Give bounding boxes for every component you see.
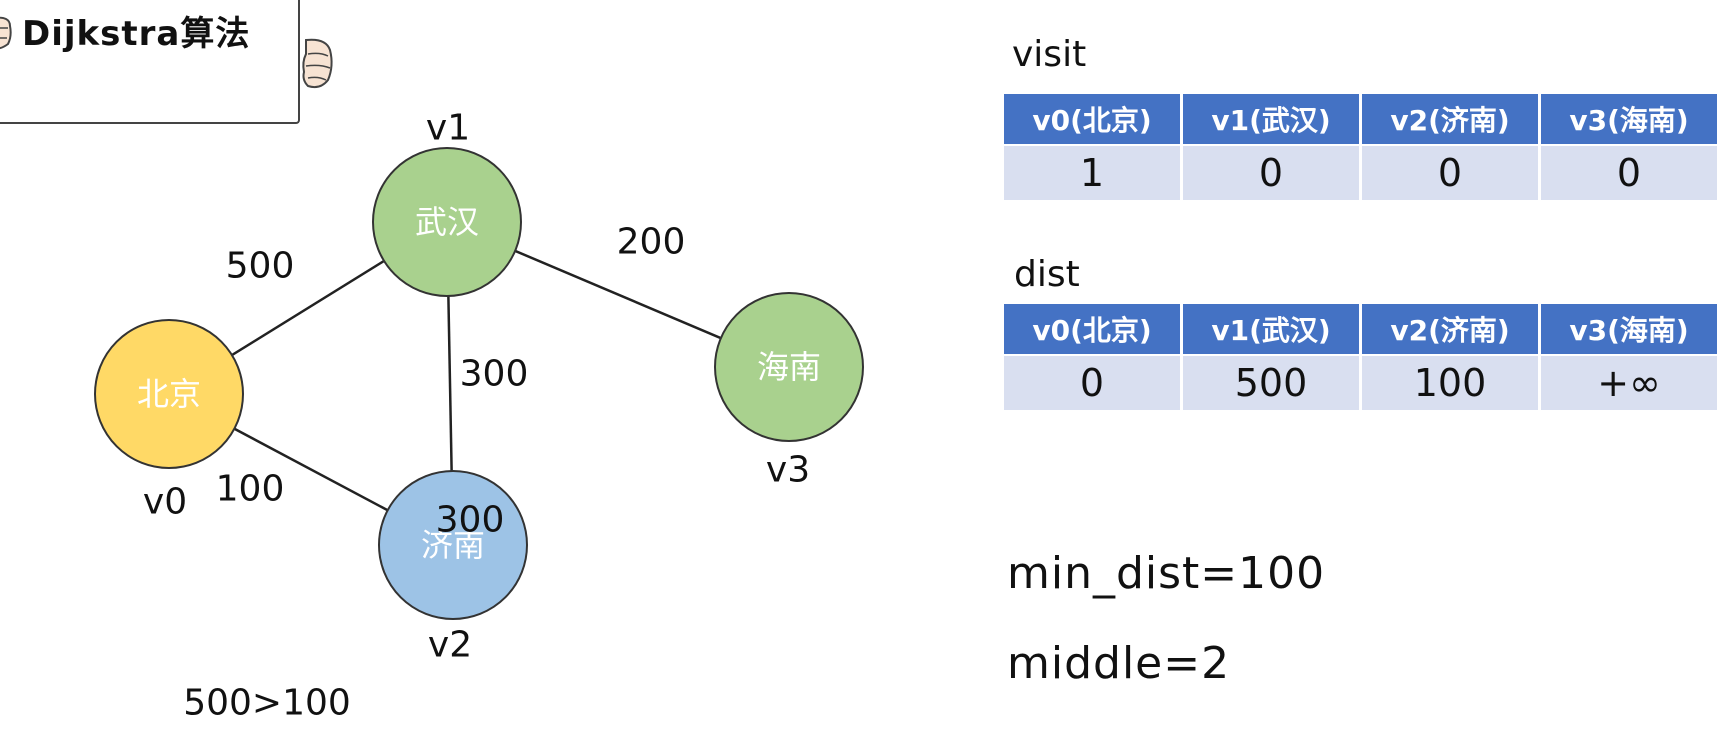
dist-label: dist [1014, 254, 1080, 295]
node-v3 [714, 292, 864, 442]
vertex-label-v1: v1 [426, 108, 470, 149]
dist-value-v3: +∞ [1541, 356, 1717, 410]
comparison-text: 500>100 [183, 683, 351, 724]
dist-value-v0: 0 [1004, 356, 1180, 410]
hand-left-icon [0, 16, 12, 50]
node-v1 [372, 147, 522, 297]
node-v3-name: 海南 [757, 348, 821, 386]
node-v2-name: 济南 [421, 526, 485, 564]
node-v0-name: 北京 [137, 375, 201, 413]
annotation-300: 300 [436, 500, 505, 541]
vertex-label-v0: v0 [143, 482, 187, 523]
dist-header-v2: v2(济南) [1362, 304, 1538, 354]
visit-header-v2: v2(济南) [1362, 94, 1538, 144]
dist-header-v0: v0(北京) [1004, 304, 1180, 354]
page-title: Dijkstra算法 [22, 14, 251, 54]
visit-label: visit [1012, 34, 1087, 75]
min-dist-text: min_dist=100 [1007, 548, 1326, 599]
dist-value-v2: 100 [1362, 356, 1538, 410]
visit-value-v1: 0 [1183, 146, 1359, 200]
visit-header-v1: v1(武汉) [1183, 94, 1359, 144]
visit-value-v0: 1 [1004, 146, 1180, 200]
hand-right-icon [302, 38, 333, 89]
middle-text: middle=2 [1007, 638, 1231, 689]
dist-table: v0(北京) v1(武汉) v2(济南) v3(海南) 0 500 100 +∞ [1001, 302, 1720, 412]
node-v2 [378, 470, 528, 620]
visit-value-v2: 0 [1362, 146, 1538, 200]
visit-header-v3: v3(海南) [1541, 94, 1717, 144]
vertex-label-v2: v2 [428, 625, 472, 666]
node-v1-name: 武汉 [415, 203, 479, 241]
visit-value-v3: 0 [1541, 146, 1717, 200]
dist-value-v1: 500 [1183, 356, 1359, 410]
dist-header-v3: v3(海南) [1541, 304, 1717, 354]
edge-weight-v1-v2: 300 [460, 354, 529, 395]
edge-weight-v1-v3: 200 [617, 222, 686, 263]
dist-header-v1: v1(武汉) [1183, 304, 1359, 354]
title-sign [0, 0, 300, 124]
vertex-label-v3: v3 [766, 450, 810, 491]
edge-weight-v0-v2: 100 [216, 469, 285, 510]
visit-table: v0(北京) v1(武汉) v2(济南) v3(海南) 1 0 0 0 [1001, 92, 1720, 202]
visit-header-v0: v0(北京) [1004, 94, 1180, 144]
edge-weight-v0-v1: 500 [226, 246, 295, 287]
node-v0 [94, 319, 244, 469]
